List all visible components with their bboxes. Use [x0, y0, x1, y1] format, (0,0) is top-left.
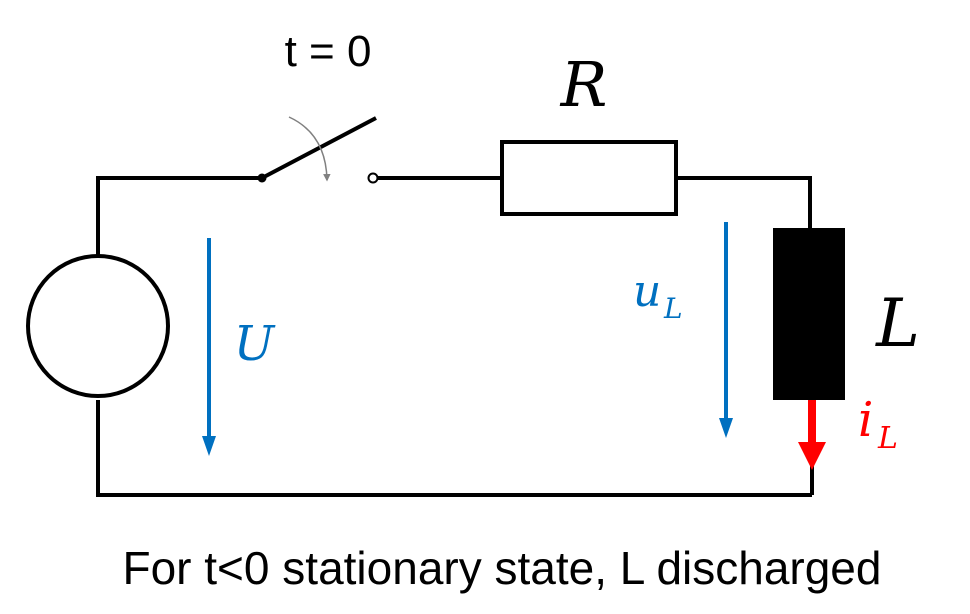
caption: For t<0 stationary state, L discharged	[123, 542, 882, 594]
wire-resistor-to-inductor	[676, 176, 812, 228]
inductor-current-arrow	[798, 400, 826, 470]
resistor-label: R	[560, 48, 608, 121]
inductor-voltage-label-base: u	[633, 266, 661, 317]
switch-time-label: t = 0	[285, 27, 372, 76]
inductor-voltage-label-sub: L	[663, 292, 683, 325]
resistor	[500, 140, 678, 216]
inductor-current-label-base: i	[858, 392, 873, 448]
switch-blade	[261, 116, 377, 180]
inductor-current-label-sub: L	[877, 421, 898, 456]
inductor	[773, 228, 845, 400]
wire-left-top	[96, 176, 262, 258]
switch-pivot	[257, 173, 267, 183]
source-voltage-label: U	[234, 316, 276, 372]
switch-contact	[367, 172, 379, 184]
inductor-label: L	[875, 285, 920, 362]
circuit-wires	[96, 176, 814, 497]
source-voltage-arrow	[202, 238, 216, 456]
switch	[257, 116, 379, 184]
voltage-source	[26, 254, 170, 398]
wire-left-bottom	[96, 400, 812, 497]
inductor-voltage-label: u L	[633, 266, 683, 325]
inductor-current-label: i L	[858, 392, 898, 456]
inductor-voltage-arrow	[719, 222, 733, 438]
switch-close-arc-arrow	[288, 116, 331, 182]
